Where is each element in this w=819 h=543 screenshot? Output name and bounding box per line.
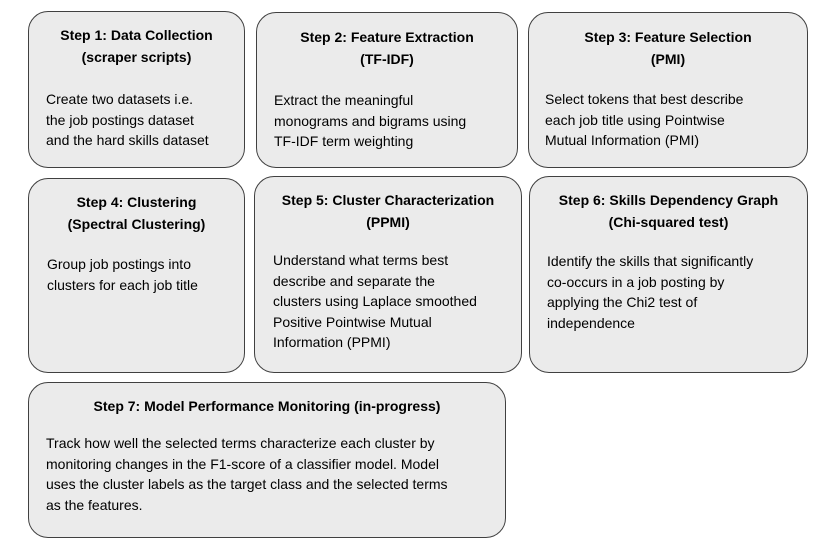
step-7-title: Step 7: Model Performance Monitoring (in… [29, 395, 505, 417]
step-1-description: Create two datasets i.e. the job posting… [46, 91, 209, 148]
step-6-title-line2: (Chi-squared test) [608, 214, 729, 230]
step-6-title: Step 6: Skills Dependency Graph (Chi-squ… [530, 189, 807, 233]
step-5-description: Understand what terms best describe and … [273, 252, 477, 350]
step-4-description: Group job postings into clusters for eac… [47, 256, 198, 293]
step-4-title-line1: Step 4: Clustering [76, 194, 197, 210]
step-5-title: Step 5: Cluster Characterization (PPMI) [255, 189, 521, 233]
step-6-description: Identify the skills that significantly c… [547, 253, 754, 331]
step-4-title-line2: (Spectral Clustering) [67, 216, 206, 232]
step-3-title-line1: Step 3: Feature Selection [584, 29, 752, 45]
step-5-title-line2: (PPMI) [366, 214, 410, 230]
step-2-box: Step 2: Feature Extraction (TF-IDF) Extr… [256, 12, 518, 168]
step-2-title: Step 2: Feature Extraction (TF-IDF) [257, 26, 517, 70]
step-2-title-line2: (TF-IDF) [360, 51, 414, 67]
step-7-box: Step 7: Model Performance Monitoring (in… [28, 382, 506, 538]
step-1-title-line1: Step 1: Data Collection [60, 27, 213, 43]
step-3-description: Select tokens that best describe each jo… [545, 91, 744, 148]
step-5-title-line1: Step 5: Cluster Characterization [281, 192, 495, 208]
step-4-title: Step 4: Clustering (Spectral Clustering) [29, 191, 244, 235]
step-2-description: Extract the meaningful monograms and big… [274, 92, 467, 149]
step-1-title: Step 1: Data Collection (scraper scripts… [29, 24, 244, 68]
step-3-title-line2: (PMI) [650, 51, 686, 67]
step-1-box: Step 1: Data Collection (scraper scripts… [28, 11, 245, 168]
step-6-title-line1: Step 6: Skills Dependency Graph [558, 192, 779, 208]
step-3-title: Step 3: Feature Selection (PMI) [529, 26, 807, 70]
step-2-title-line1: Step 2: Feature Extraction [300, 29, 474, 45]
step-6-box: Step 6: Skills Dependency Graph (Chi-squ… [529, 176, 808, 373]
step-7-description: Track how well the selected terms charac… [46, 435, 448, 513]
step-7-title-line1: Step 7: Model Performance Monitoring (in… [93, 398, 441, 414]
step-4-box: Step 4: Clustering (Spectral Clustering)… [28, 178, 245, 373]
step-5-box: Step 5: Cluster Characterization (PPMI) … [254, 176, 522, 373]
step-1-title-line2: (scraper scripts) [81, 49, 192, 65]
step-3-box: Step 3: Feature Selection (PMI) Select t… [528, 12, 808, 168]
